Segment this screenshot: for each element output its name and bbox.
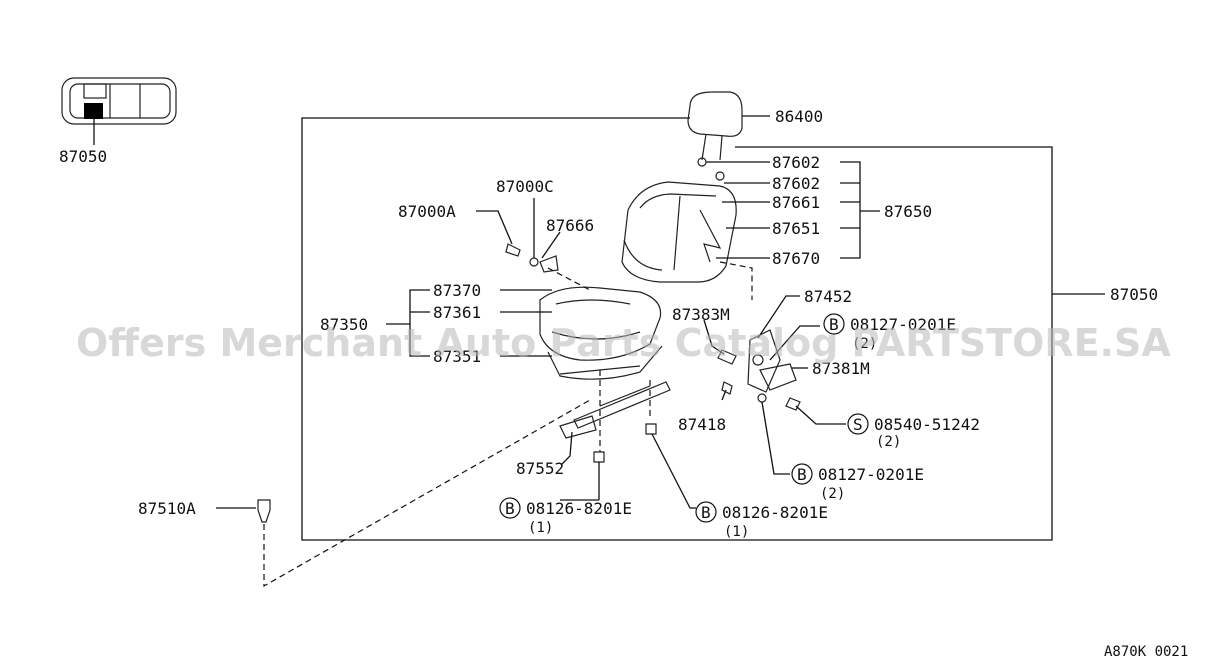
label-08127-a: 08127-0201E — [850, 315, 956, 334]
marker-bolt-c: B — [829, 315, 839, 334]
watermark: Offers Merchant Auto Parts Catalog PARTS… — [76, 321, 1171, 365]
label-87602-upper: 87602 — [772, 153, 820, 172]
label-08127-b-qty: (2) — [820, 486, 845, 502]
label-08540: 08540-51242 — [874, 415, 980, 434]
vehicle-locator — [61, 77, 177, 145]
label-86400: 86400 — [775, 107, 823, 126]
seat-back — [621, 181, 737, 283]
assembly-frame — [301, 117, 1053, 541]
seat-slide-rail — [559, 381, 671, 439]
label-87350: 87350 — [320, 315, 368, 334]
label-08126-b-qty: (1) — [724, 524, 749, 540]
marker-bolt-b: B — [701, 503, 711, 522]
label-87000a: 87000A — [398, 202, 456, 221]
label-87050-locator: 87050 — [59, 147, 107, 166]
label-87552: 87552 — [516, 459, 564, 478]
label-08540-qty: (2) — [876, 434, 901, 450]
marker-bolt-a: B — [505, 499, 515, 518]
label-87351: 87351 — [433, 347, 481, 366]
label-87651: 87651 — [772, 219, 820, 238]
label-87670: 87670 — [772, 249, 820, 268]
marker-bolt-d: B — [797, 465, 807, 484]
label-87661: 87661 — [772, 193, 820, 212]
headrest — [687, 91, 743, 161]
label-87650: 87650 — [884, 202, 932, 221]
label-87383m: 87383M — [672, 305, 730, 324]
label-08126-a: 08126-8201E — [526, 499, 632, 518]
label-08126-b: 08126-8201E — [722, 503, 828, 522]
label-08126-a-qty: (1) — [528, 520, 553, 536]
label-87452: 87452 — [804, 287, 852, 306]
label-87370: 87370 — [433, 281, 481, 300]
diagram-code: A870K 0021 — [1104, 644, 1188, 660]
label-87000c: 87000C — [496, 177, 554, 196]
label-87361: 87361 — [433, 303, 481, 322]
label-08127-a-qty: (2) — [852, 336, 877, 352]
label-87418: 87418 — [678, 415, 726, 434]
label-08127-b: 08127-0201E — [818, 465, 924, 484]
label-87510a: 87510A — [138, 499, 196, 518]
seat-location-marker — [84, 103, 103, 119]
label-87666: 87666 — [546, 216, 594, 235]
label-87381m: 87381M — [812, 359, 870, 378]
marker-screw: S — [853, 415, 863, 434]
label-87050-assembly: 87050 — [1110, 285, 1158, 304]
label-87602-lower: 87602 — [772, 174, 820, 193]
